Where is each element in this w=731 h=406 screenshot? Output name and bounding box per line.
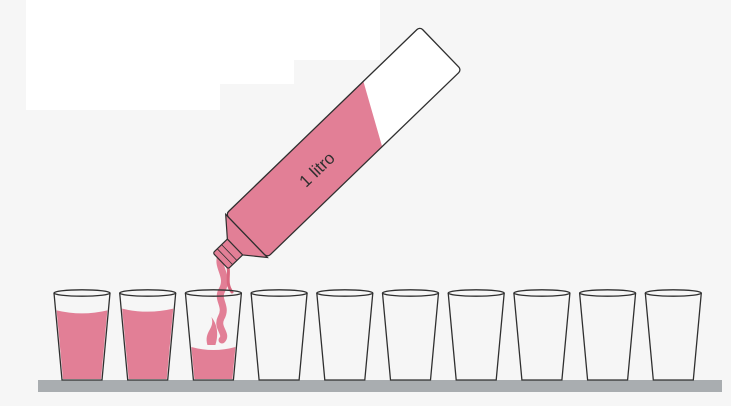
cup-rim [120, 290, 176, 296]
cup-outline [317, 293, 373, 380]
cup [514, 290, 570, 380]
cup-outline [448, 293, 504, 380]
shelf [38, 380, 722, 392]
cup-outline [645, 293, 701, 380]
cup-rim [448, 290, 504, 296]
cup-liquid [57, 310, 108, 379]
cup-rim [317, 290, 373, 296]
cup-rim [54, 290, 110, 296]
cup-outline [251, 293, 307, 380]
cup-outline [514, 293, 570, 380]
cup [383, 290, 439, 380]
cup [448, 290, 504, 380]
cup [251, 290, 307, 380]
cup [580, 290, 636, 380]
cup-outline [580, 293, 636, 380]
cup-liquid [191, 347, 235, 379]
cup-rim [251, 290, 307, 296]
pouring-stream [220, 255, 225, 340]
cup [645, 290, 701, 380]
bottle: 1 litro [200, 27, 462, 283]
cup [120, 290, 176, 380]
cup [54, 290, 110, 380]
cup-outline [383, 293, 439, 380]
cup-rim [580, 290, 636, 296]
cup [317, 290, 373, 380]
cup-row [54, 290, 701, 380]
splash [207, 317, 218, 345]
cup [185, 290, 241, 380]
cup-rim [383, 290, 439, 296]
cup-rim [645, 290, 701, 296]
cup-rim [514, 290, 570, 296]
cup-liquid [122, 309, 173, 379]
